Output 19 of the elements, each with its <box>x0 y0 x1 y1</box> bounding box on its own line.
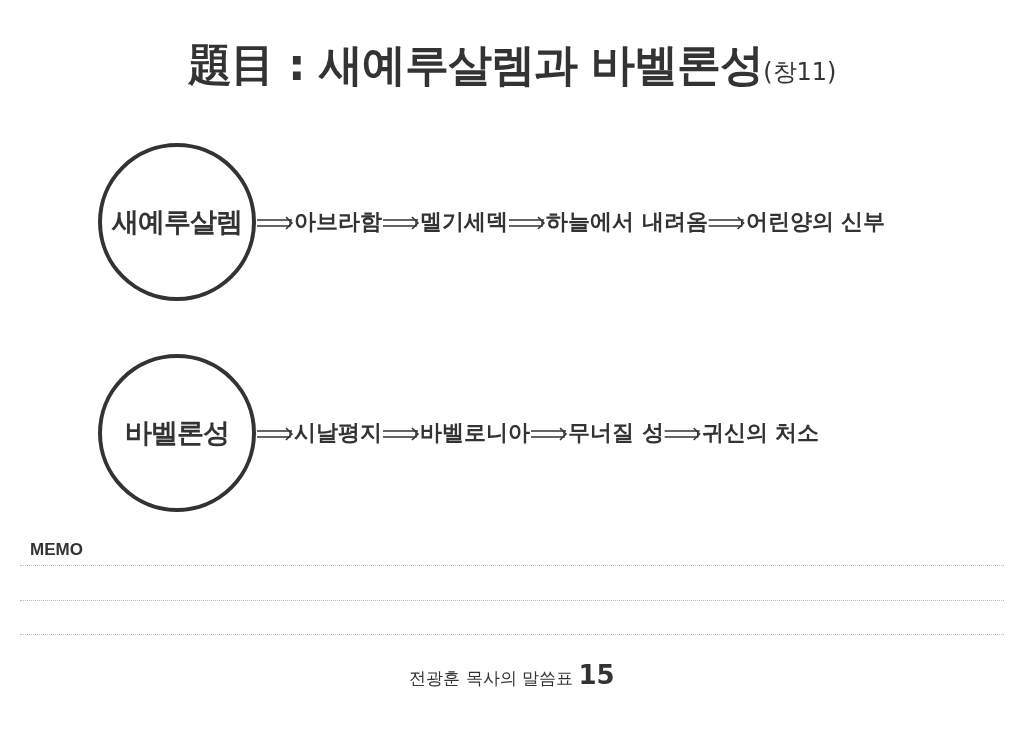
double-arrow <box>382 427 419 441</box>
circle-node: 새예루살렘 <box>98 143 256 301</box>
double-arrow <box>530 427 567 441</box>
double-arrow <box>663 427 701 441</box>
double-arrow <box>256 216 293 230</box>
step-text: 바벨로니아 <box>420 418 530 448</box>
step-text: 시날평지 <box>294 418 382 448</box>
step-text: 어린양의 신부 <box>745 207 886 237</box>
step-text: 귀신의 처소 <box>701 418 820 448</box>
double-arrow <box>707 216 745 230</box>
step-text: 멜기세덱 <box>420 207 508 237</box>
double-arrow <box>256 427 293 441</box>
double-arrow <box>382 216 419 230</box>
step-text: 하늘에서 내려옴 <box>546 207 708 237</box>
double-arrow <box>508 216 545 230</box>
memo-heading: MEMO <box>30 540 83 560</box>
step-text: 무너질 성 <box>568 418 664 448</box>
circle-node: 바벨론성 <box>98 354 256 512</box>
step-text: 아브라함 <box>294 207 382 237</box>
